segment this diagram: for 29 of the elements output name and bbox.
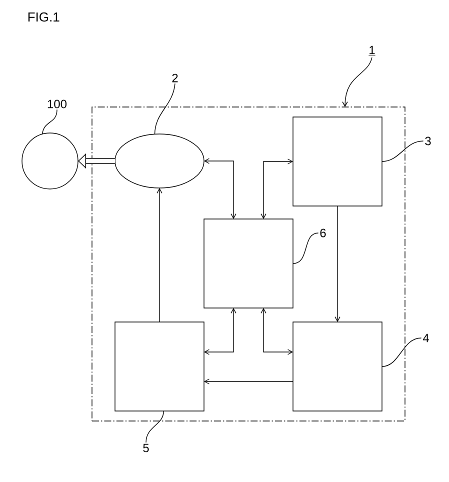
leader-line bbox=[382, 338, 422, 367]
reference-numeral: 2 bbox=[172, 74, 178, 82]
arrow bbox=[334, 206, 340, 322]
leader-line bbox=[146, 410, 164, 443]
block bbox=[204, 218, 294, 308]
reference-numeral: 100 bbox=[48, 100, 67, 108]
arrow bbox=[204, 158, 236, 219]
arrow bbox=[204, 378, 294, 384]
dash-dot-frame bbox=[92, 106, 406, 422]
arrow bbox=[204, 308, 236, 355]
reference-numeral: 6 bbox=[320, 228, 326, 238]
reference-numeral: 5 bbox=[143, 444, 149, 452]
block bbox=[114, 322, 204, 412]
block bbox=[292, 116, 382, 206]
arrow bbox=[260, 158, 293, 219]
ellipse bbox=[114, 134, 204, 188]
arrow bbox=[260, 308, 293, 355]
leader-line bbox=[42, 109, 58, 134]
figure-label: FIG.1 bbox=[28, 12, 60, 22]
circle bbox=[22, 132, 78, 190]
reference-numeral: 1 bbox=[368, 46, 376, 56]
reference-numeral: 4 bbox=[422, 334, 429, 342]
reference-numeral: 3 bbox=[425, 136, 431, 146]
leader-line bbox=[154, 83, 176, 134]
leader-line bbox=[382, 140, 424, 162]
leader-line bbox=[292, 232, 319, 264]
leader-line bbox=[342, 57, 372, 107]
block bbox=[292, 322, 382, 412]
arrow bbox=[156, 188, 162, 322]
